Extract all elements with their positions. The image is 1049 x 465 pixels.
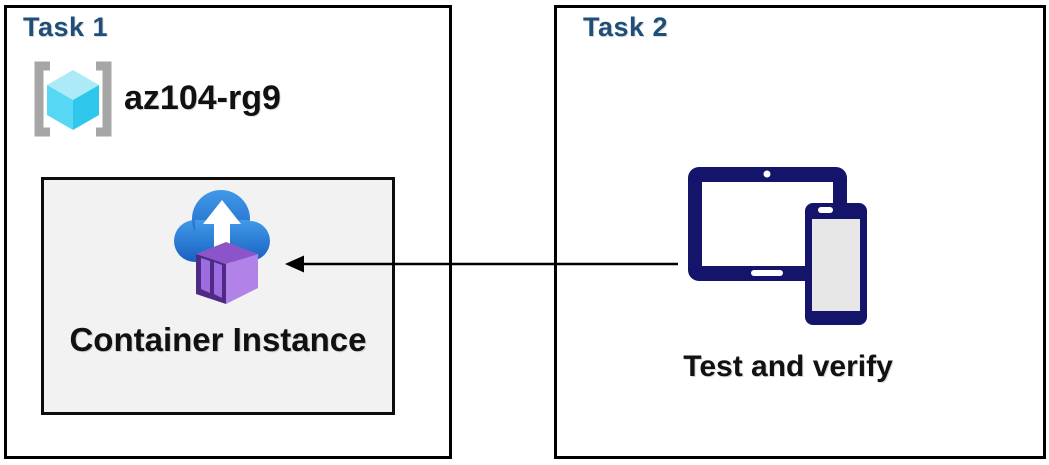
resource-group-name: az104-rg9 [124, 79, 281, 117]
container-instance-label: Container Instance [69, 321, 367, 358]
task1-box: Task 1 az104-rg9 [4, 5, 452, 459]
test-and-verify-label: Test and verify [683, 350, 893, 383]
upload-arrow [203, 200, 241, 258]
container-instance-box: Container Instance [41, 177, 395, 415]
tablet-and-phone-icon [688, 167, 867, 325]
task2-box: Task 2 Test and verify [554, 5, 1046, 459]
container-instances-icon [174, 190, 270, 304]
tablet-camera-dot [763, 170, 771, 178]
task1-title: Task 1 [23, 12, 109, 42]
phone-speaker [818, 207, 833, 213]
task2-title: Task 2 [583, 12, 669, 42]
tablet-home-button [751, 270, 783, 276]
container-cube [196, 242, 258, 304]
resource-group-icon [34, 61, 112, 137]
phone-shape [805, 203, 867, 325]
